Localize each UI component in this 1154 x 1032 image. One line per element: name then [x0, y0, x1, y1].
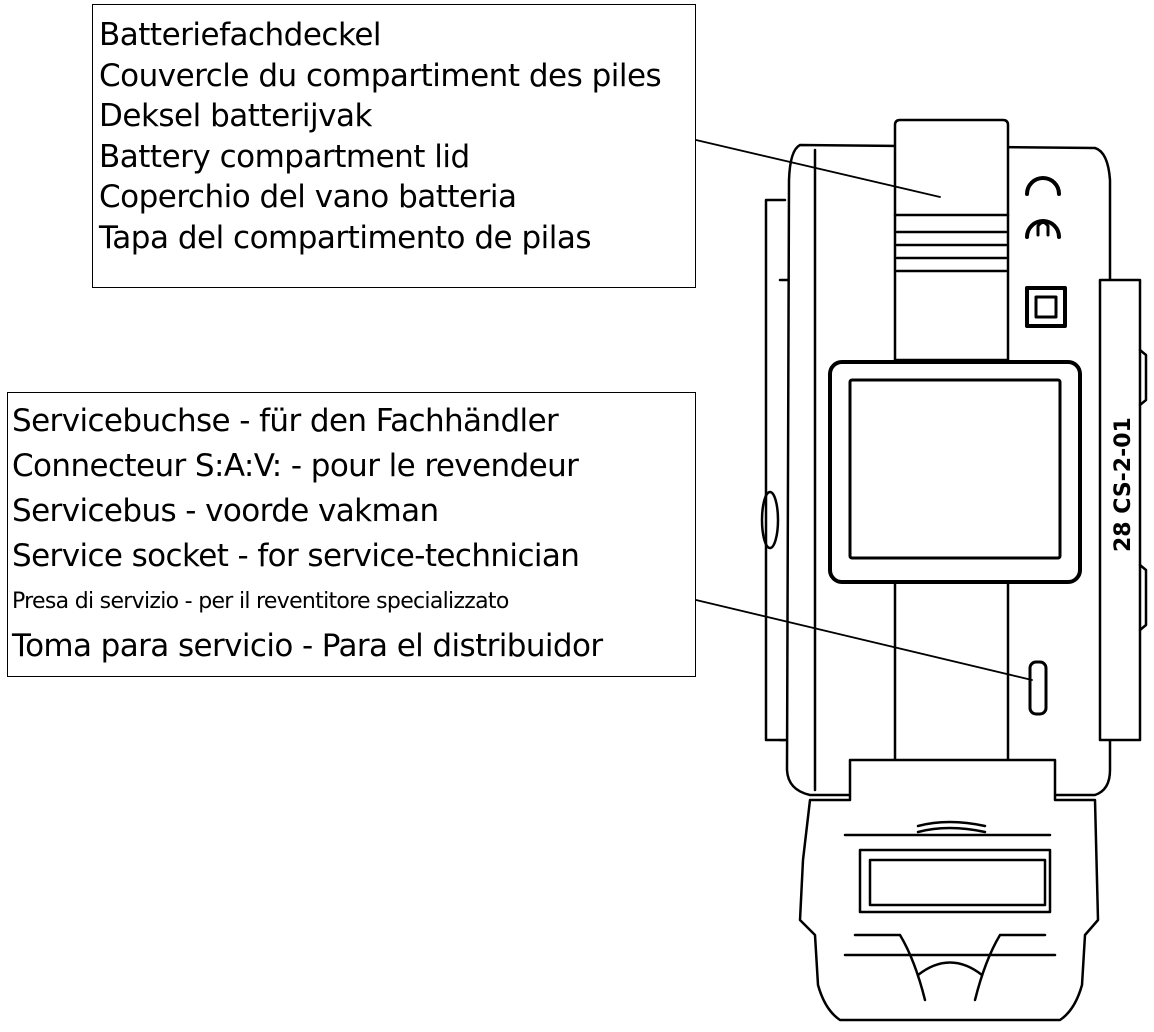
label-line-es: Tapa del compartimento de pilas [99, 219, 592, 256]
label-line-de: Batteriefachdeckel [99, 17, 382, 53]
device-code-label: 28 CS-2-01 [1111, 417, 1136, 552]
label-line-it: Presa di servizio - per il reventitore s… [12, 589, 509, 614]
label-line-it: Coperchio del vano batteria [99, 179, 517, 215]
label-line-es: Toma para servicio - Para el distribuido… [12, 628, 603, 664]
service-socket-label: Servicebuchse - für den Fachhändler Conn… [7, 392, 696, 677]
label-line-fr: Connecteur S:A:V: - pour le revendeur [12, 448, 579, 484]
label-line-de: Servicebuchse - für den Fachhändler [12, 403, 559, 439]
label-line-en: Battery compartment lid [99, 138, 470, 175]
label-line-nl: Deksel batterijvak [99, 98, 372, 134]
label-line-en: Service socket - for service-technician [12, 538, 580, 574]
label-line-fr: Couvercle du compartiment des piles [99, 57, 662, 94]
label-line-nl: Servicebus - voorde vakman [12, 493, 439, 529]
battery-compartment-lid-label: Batteriefachdeckel Couvercle du comparti… [92, 4, 696, 288]
